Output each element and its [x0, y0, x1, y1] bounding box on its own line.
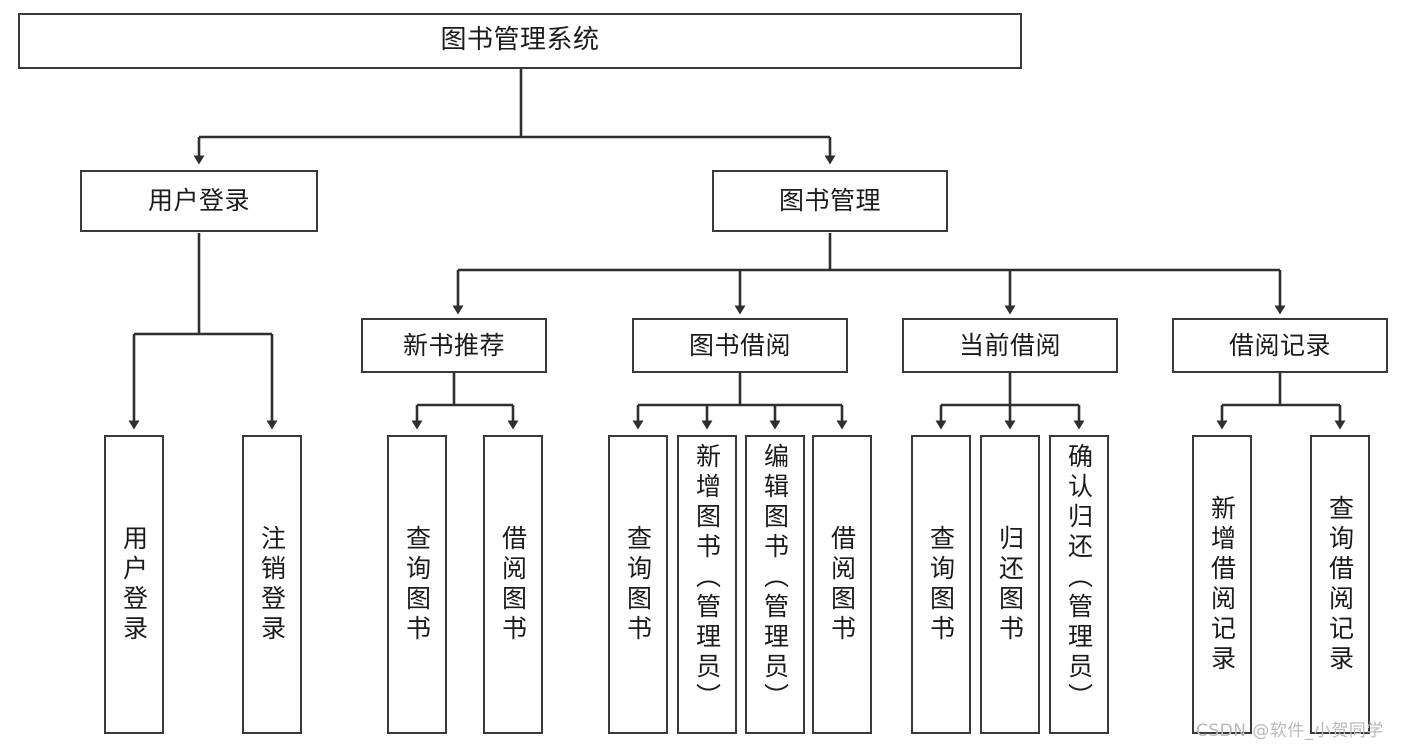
- node-label: 图书管理: [778, 186, 881, 215]
- leaf-query-book-1[interactable]: 查询图书: [387, 435, 447, 734]
- leaf-add-book[interactable]: 新增图书（管理员）: [677, 435, 737, 734]
- node-label: 归还图书: [995, 524, 1025, 645]
- leaf-borrow-book-2[interactable]: 借阅图书: [812, 435, 872, 734]
- node-label: 编辑图书（管理员）: [760, 443, 790, 713]
- leaf-logout-login[interactable]: 注销登录: [242, 435, 302, 734]
- node-label: 借阅记录: [1228, 330, 1331, 360]
- node-user-login[interactable]: 用户登录: [80, 170, 318, 232]
- leaf-borrow-book-1[interactable]: 借阅图书: [483, 435, 543, 734]
- node-label: 借阅图书: [827, 524, 857, 645]
- node-label: 图书借阅: [688, 330, 791, 360]
- node-label: 查询图书: [926, 524, 956, 645]
- csdn-watermark: CSDN @软件_小贺同学: [1196, 721, 1384, 741]
- node-label: 用户登录: [119, 524, 149, 645]
- node-book-manage[interactable]: 图书管理: [712, 170, 948, 232]
- leaf-query-book-3[interactable]: 查询图书: [911, 435, 971, 734]
- node-label: 当前借阅: [958, 330, 1061, 360]
- node-root-system[interactable]: 图书管理系统: [18, 13, 1022, 69]
- node-label: 新增图书（管理员）: [692, 443, 722, 713]
- leaf-query-book-2[interactable]: 查询图书: [608, 435, 668, 734]
- node-borrow-record[interactable]: 借阅记录: [1172, 318, 1388, 373]
- node-label: 查询借阅记录: [1325, 494, 1355, 675]
- node-label: 借阅图书: [498, 524, 528, 645]
- node-label: 新书推荐: [402, 330, 505, 360]
- leaf-confirm-return[interactable]: 确认归还（管理员）: [1049, 435, 1109, 734]
- node-label: 查询图书: [623, 524, 653, 645]
- node-current-borrow[interactable]: 当前借阅: [902, 318, 1118, 373]
- node-book-borrow[interactable]: 图书借阅: [632, 318, 848, 373]
- node-label: 注销登录: [257, 524, 287, 645]
- leaf-edit-book[interactable]: 编辑图书（管理员）: [745, 435, 805, 734]
- node-label: 用户登录: [147, 186, 250, 215]
- leaf-query-record[interactable]: 查询借阅记录: [1310, 435, 1370, 734]
- node-label: 查询图书: [402, 524, 432, 645]
- node-new-book-recommend[interactable]: 新书推荐: [361, 318, 547, 373]
- node-label: 图书管理系统: [440, 25, 600, 56]
- leaf-user-login[interactable]: 用户登录: [104, 435, 164, 734]
- leaf-return-book[interactable]: 归还图书: [980, 435, 1040, 734]
- node-label: 确认归还（管理员）: [1064, 443, 1094, 713]
- node-label: 新增借阅记录: [1207, 494, 1237, 675]
- leaf-add-record[interactable]: 新增借阅记录: [1192, 435, 1252, 734]
